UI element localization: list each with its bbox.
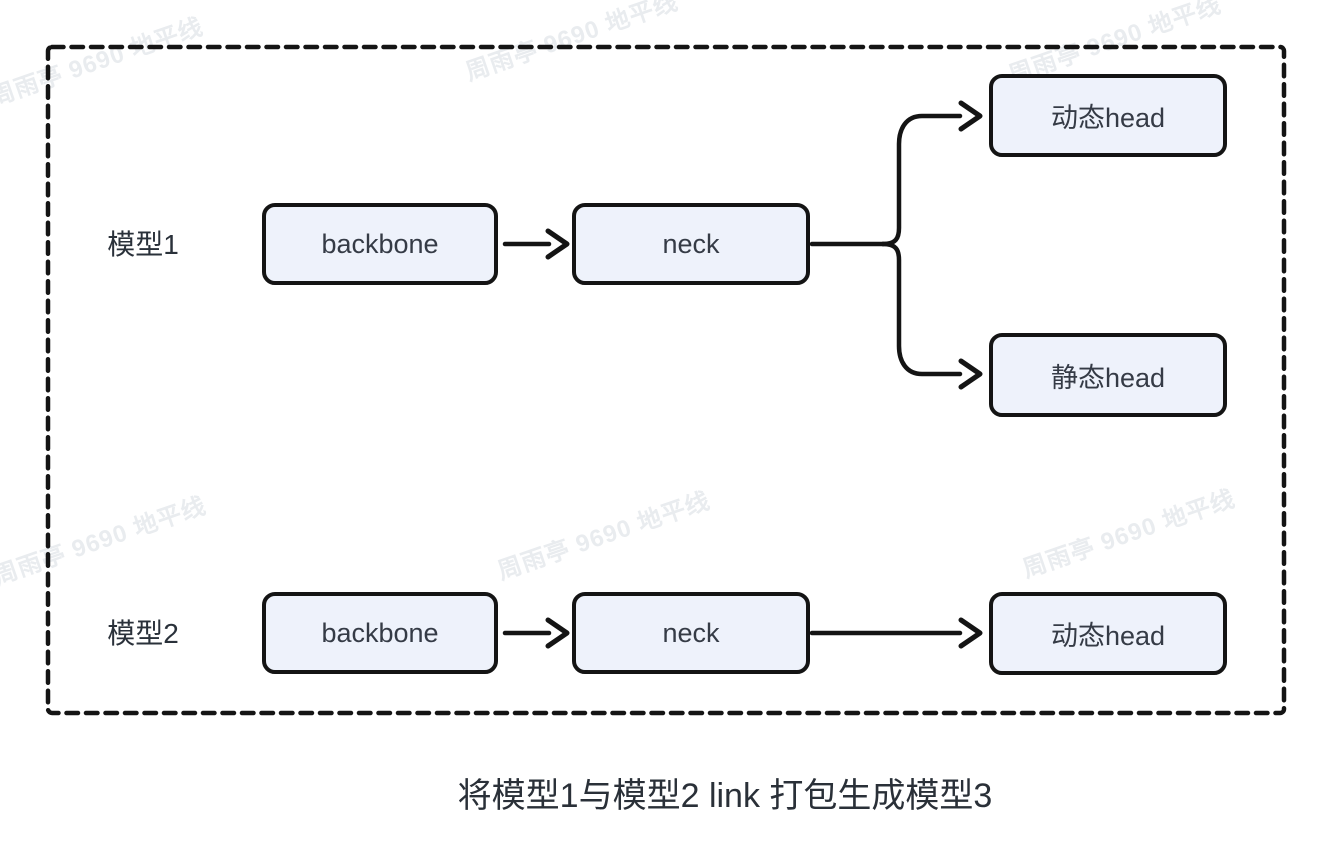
node-m1-static-head: 静态head xyxy=(989,333,1227,417)
dashed-boundary xyxy=(45,44,1287,716)
arrowhead-m2-backbone-neck-icon xyxy=(545,617,570,649)
node-m2-neck: neck xyxy=(572,592,810,674)
node-m1-dynamic-head: 动态head xyxy=(989,74,1227,157)
connector-m1-junction-static-head xyxy=(880,241,963,377)
node-m2-backbone: backbone xyxy=(262,592,498,674)
node-m1-backbone: backbone xyxy=(262,203,498,285)
arrowhead-m1-static-head-icon xyxy=(958,358,983,390)
arrowhead-m1-dynamic-head-icon xyxy=(958,100,983,132)
row-label-model2: 模型2 xyxy=(107,618,179,649)
node-m1-neck: neck xyxy=(572,203,810,285)
connector-m1-junction-dynamic-head xyxy=(880,113,963,247)
row-label-model1: 模型1 xyxy=(107,229,179,260)
diagram-caption: 将模型1与模型2 link 打包生成模型3 xyxy=(457,777,993,815)
arrowhead-m2-dynamic-head-icon xyxy=(958,617,983,649)
arrowhead-m1-backbone-neck-icon xyxy=(545,228,570,260)
node-m2-dynamic-head: 动态head xyxy=(989,592,1227,675)
